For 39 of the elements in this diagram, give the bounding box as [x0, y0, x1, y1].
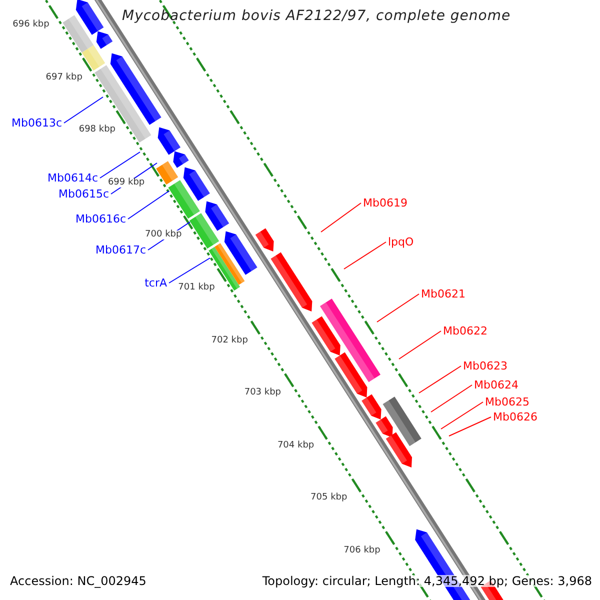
scale-label: 701 kbp — [178, 284, 215, 292]
leader-line — [376, 294, 420, 322]
scale-label: 696 kbp — [12, 20, 50, 30]
scale-label: 705 kbp — [310, 494, 348, 503]
gene-label: Mb0626 — [493, 412, 538, 422]
gene-label: tcrA — [144, 278, 167, 288]
scale-label: 699 kbp — [108, 178, 145, 188]
scale-label: 697 kbp — [46, 73, 82, 82]
scale-label: 698 kbp — [78, 126, 116, 135]
leader-line — [320, 202, 362, 232]
gene-label: Mb0616c — [75, 214, 126, 224]
scale-label: 700 kbp — [145, 230, 182, 240]
gene-label: Mb0624 — [474, 380, 518, 390]
leader-line — [128, 190, 170, 220]
gene-label: Mb0621 — [421, 288, 466, 300]
leader-line — [418, 366, 462, 394]
scale-label: 702 kbp — [211, 336, 248, 346]
title: Mycobacterium bovis AF2122/97, complete genome — [122, 9, 511, 23]
leader-line — [430, 384, 472, 412]
scale-label: 703 kbp — [244, 388, 282, 398]
gene-label: Mb0625 — [485, 396, 530, 408]
leader-line — [64, 96, 104, 124]
gene-label: Mb0617c — [95, 244, 146, 256]
leader-line — [100, 152, 140, 178]
gene-label: Mb0619 — [363, 198, 408, 208]
accession-text: Accession: NC_002945 — [10, 575, 146, 587]
gene-label: Mb0613c — [11, 118, 62, 128]
leader-line — [168, 258, 210, 284]
leader-line — [398, 330, 442, 360]
leader-line — [448, 416, 492, 436]
gene-label: Mb0614c — [47, 172, 98, 184]
gene-label: Mb0615c — [58, 188, 109, 200]
gene-label: lpqO — [388, 236, 414, 248]
leader-line — [440, 402, 484, 430]
scale-label: 706 kbp — [344, 546, 380, 556]
gene-label: Mb0623 — [463, 360, 508, 372]
scale-label: 704 kbp — [277, 441, 314, 450]
leader-line — [344, 242, 386, 270]
gene-label: Mb0622 — [443, 326, 488, 336]
